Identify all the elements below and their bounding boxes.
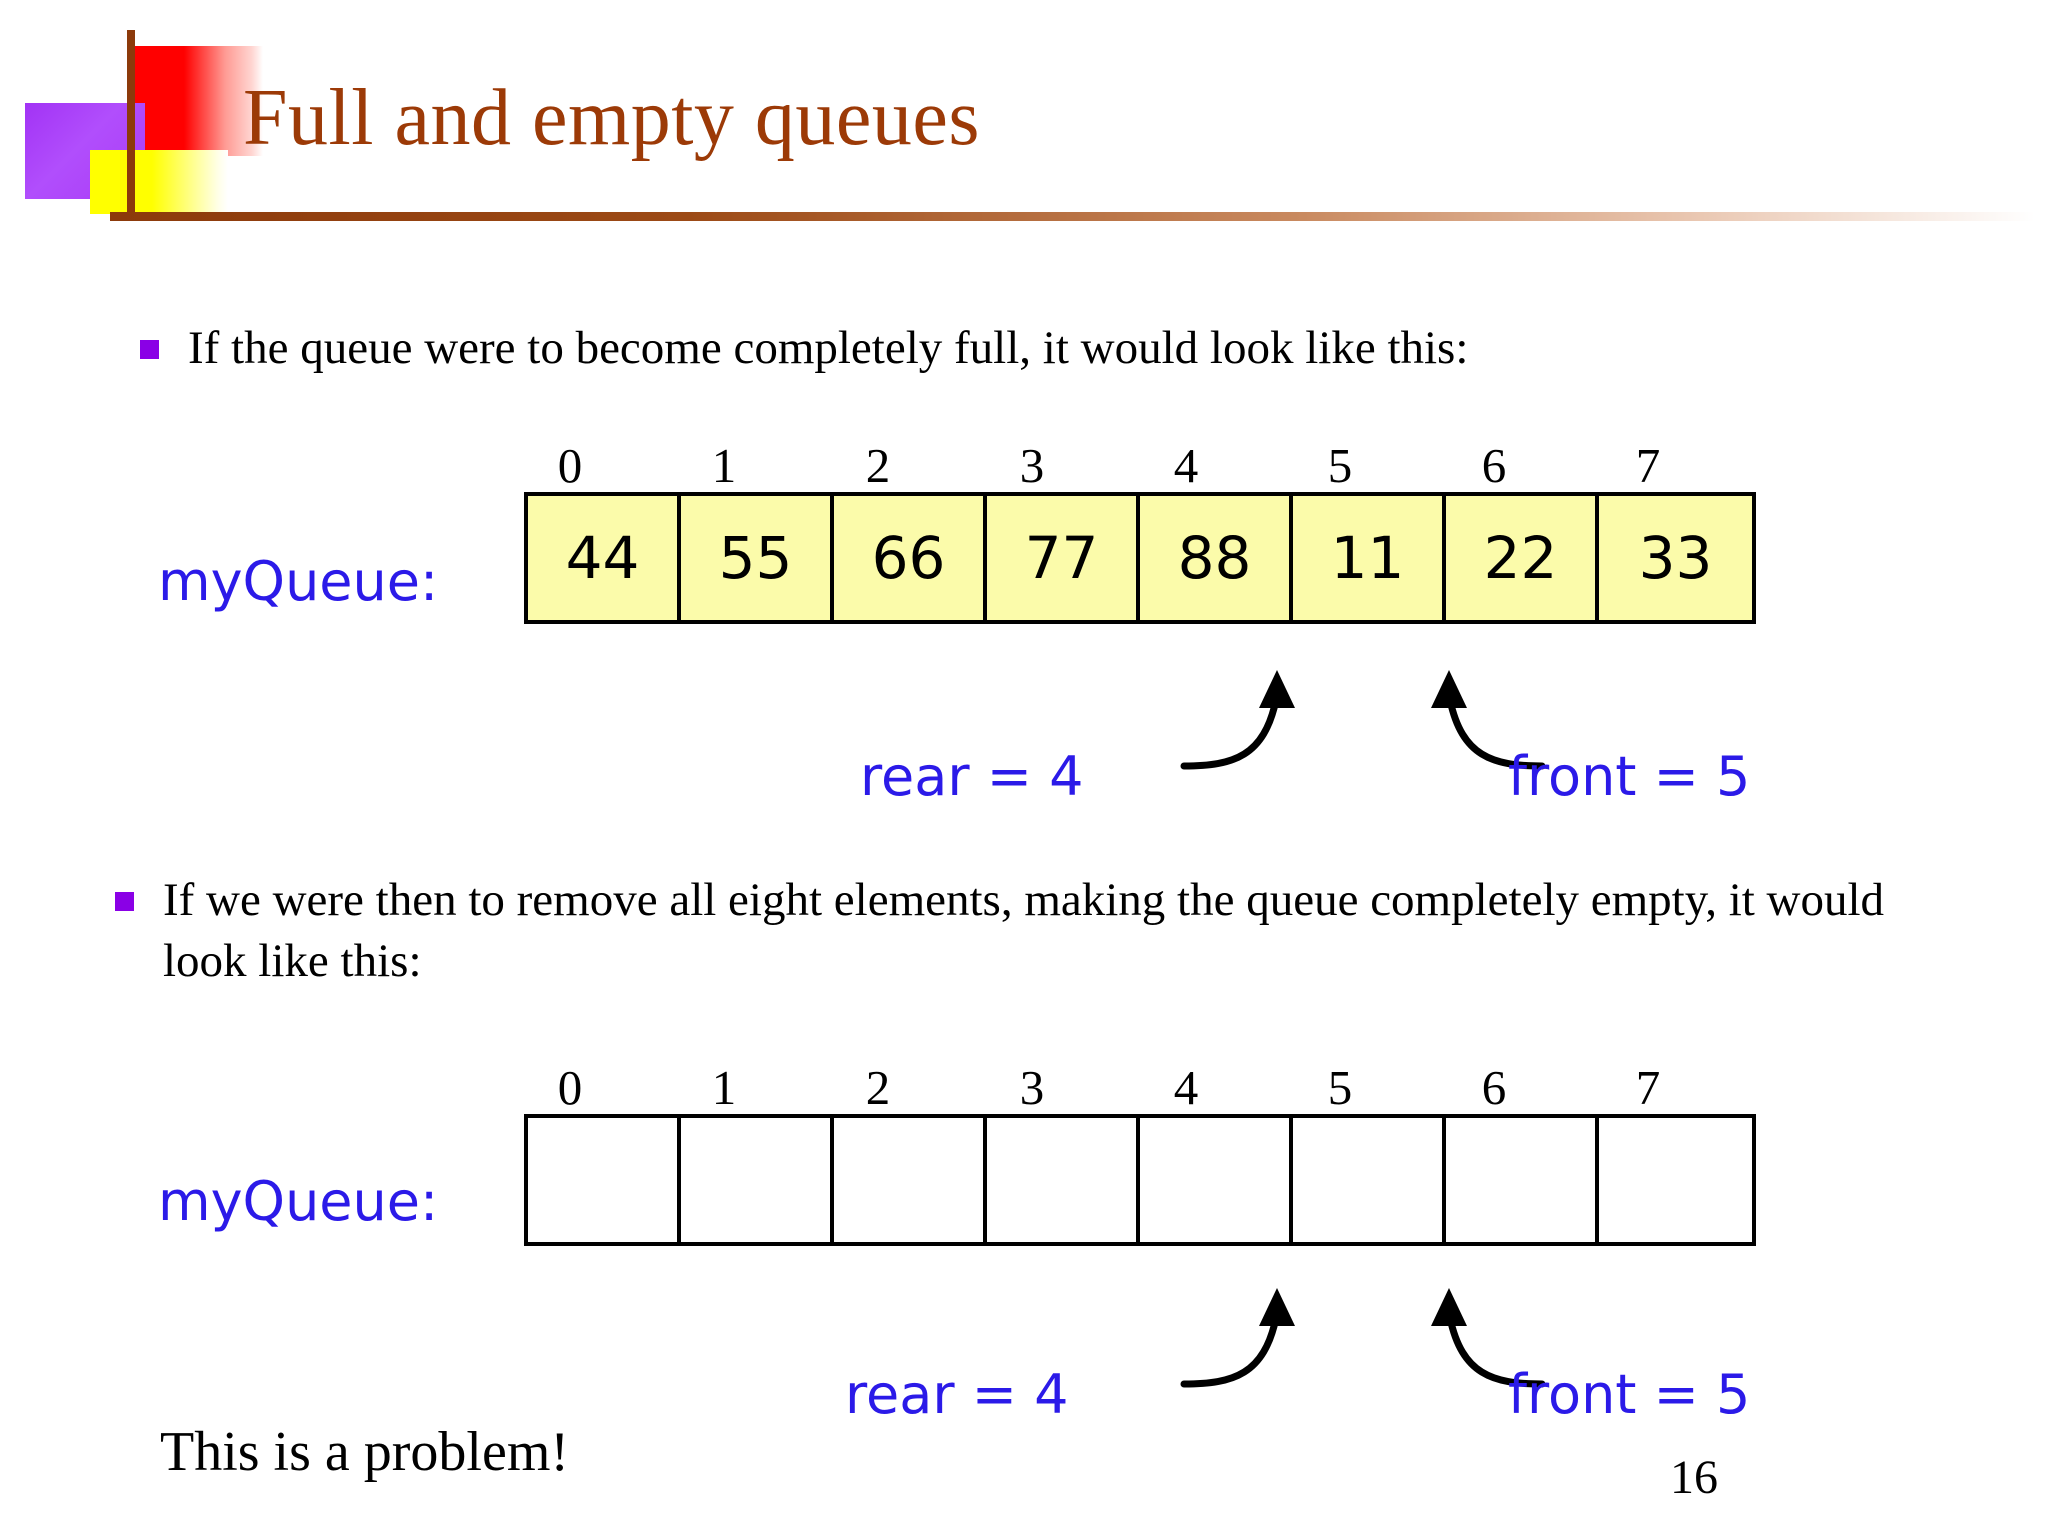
diagram-empty-queue: 0 1 2 3 4 5 6 7: [524, 1062, 1756, 1246]
queue-label-full: myQueue:: [158, 550, 439, 613]
bullet-square-icon: [115, 892, 134, 911]
index-label: 4: [1173, 1060, 1199, 1115]
index-label: 2: [865, 1060, 891, 1115]
queue-cells-full: 44 55 66 77 88 11 22 33: [524, 492, 1756, 624]
queue-label-empty: myQueue:: [158, 1170, 439, 1233]
bullet-item-1-label: If the queue were to become completely f…: [188, 322, 1469, 374]
index-label: 6: [1481, 1060, 1507, 1115]
index-label: 6: [1481, 438, 1507, 493]
closing-statement: This is a problem!: [160, 1421, 570, 1483]
index-label: 0: [557, 438, 583, 493]
queue-cell: 22: [1446, 496, 1599, 620]
index-label: 5: [1327, 1060, 1353, 1115]
queue-cell: [1140, 1118, 1293, 1242]
queue-cell: [681, 1118, 834, 1242]
rear-label-full: rear = 4: [860, 745, 1084, 808]
index-label: 7: [1635, 1060, 1661, 1115]
bullet-square-icon: [140, 340, 159, 359]
queue-cell: [834, 1118, 987, 1242]
index-label: 7: [1635, 438, 1661, 493]
queue-cell: 77: [987, 496, 1140, 620]
front-label-full: front = 5: [1508, 745, 1751, 808]
queue-cell: 11: [1293, 496, 1446, 620]
bullet-item-2: If we were then to remove all eight elem…: [115, 870, 1955, 992]
title-underline-rule: [110, 212, 2035, 221]
queue-cell: 88: [1140, 496, 1293, 620]
queue-cell: 33: [1599, 496, 1752, 620]
bullet-item-1: If the queue were to become completely f…: [140, 318, 1900, 379]
queue-cell: [528, 1118, 681, 1242]
index-label: 5: [1327, 438, 1353, 493]
index-label: 3: [1019, 438, 1045, 493]
queue-cell: [987, 1118, 1140, 1242]
logo-yellow-square: [90, 150, 228, 214]
index-row-full-queue: 0 1 2 3 4 5 6 7: [524, 440, 1756, 492]
index-label: 3: [1019, 1060, 1045, 1115]
index-label: 4: [1173, 438, 1199, 493]
index-label: 0: [557, 1060, 583, 1115]
queue-cell: [1599, 1118, 1752, 1242]
front-arrow-empty-icon: [1431, 1288, 1546, 1388]
rear-arrow-empty-icon: [1180, 1288, 1295, 1388]
front-arrow-full-icon: [1431, 670, 1546, 770]
index-row-empty-queue: 0 1 2 3 4 5 6 7: [524, 1062, 1756, 1114]
diagram-full-queue: 0 1 2 3 4 5 6 7 44 55 66 77 88 11 22 33: [524, 440, 1756, 624]
queue-cells-empty: [524, 1114, 1756, 1246]
bullet-item-2-label: If we were then to remove all eight elem…: [163, 874, 1885, 988]
index-label: 1: [711, 438, 737, 493]
queue-cell: 66: [834, 496, 987, 620]
queue-cell: 55: [681, 496, 834, 620]
index-label: 1: [711, 1060, 737, 1115]
logo-red-square: [127, 46, 263, 156]
logo-vertical-bar: [127, 30, 135, 218]
index-label: 2: [865, 438, 891, 493]
page-number: 16: [1670, 1451, 1718, 1504]
queue-cell: 44: [528, 496, 681, 620]
queue-cell: [1446, 1118, 1599, 1242]
rear-arrow-full-icon: [1180, 670, 1295, 770]
rear-label-empty: rear = 4: [845, 1363, 1069, 1426]
queue-cell: [1293, 1118, 1446, 1242]
front-label-empty: front = 5: [1508, 1363, 1751, 1426]
page-title: Full and empty queues: [243, 74, 981, 162]
